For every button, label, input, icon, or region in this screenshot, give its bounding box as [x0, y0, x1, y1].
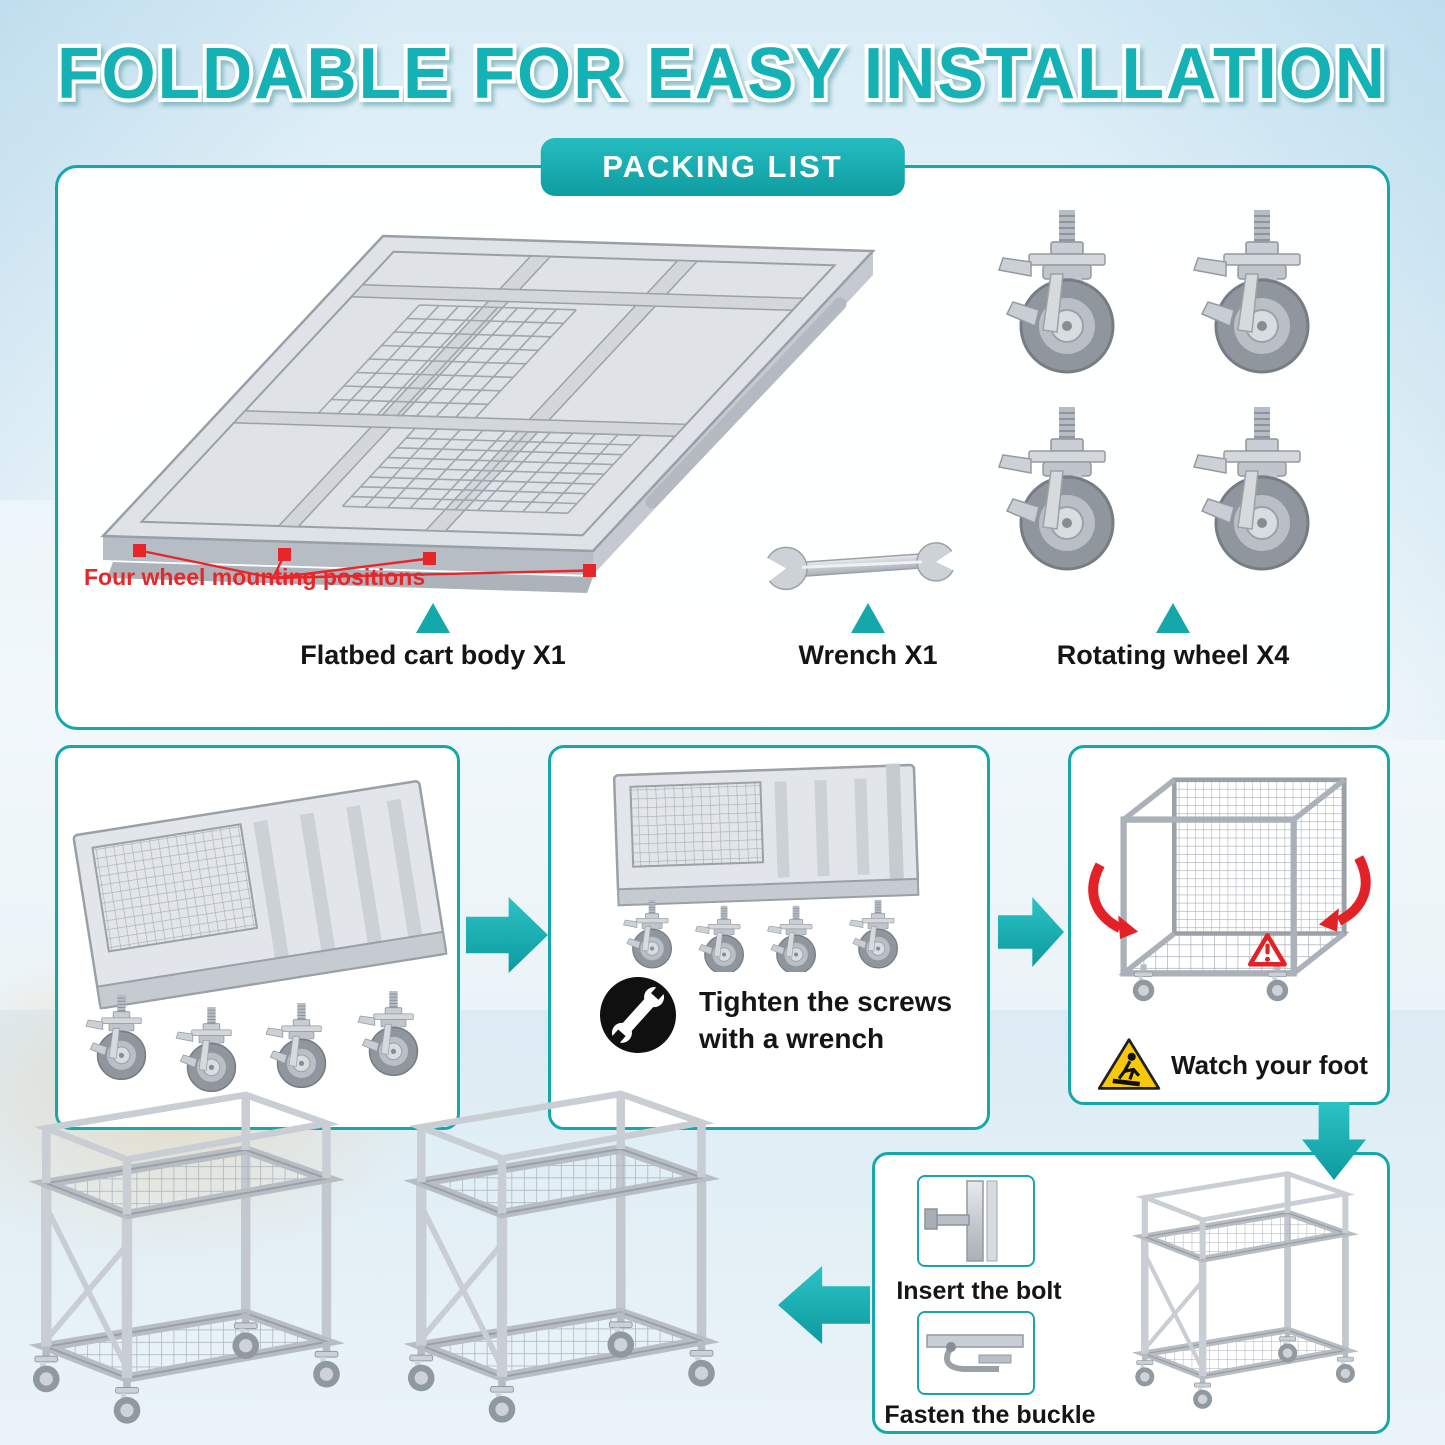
packing-list-header: PACKING LIST	[540, 138, 905, 196]
page-title-art: FOLDABLE FOR EASY INSTALLATION	[53, 30, 1389, 118]
mesh-panel	[318, 304, 577, 419]
bolt-detail-inset	[917, 1175, 1035, 1267]
packing-item-label-wheels: Rotating wheel X4	[1056, 640, 1290, 670]
bolt-detail-image	[924, 1180, 998, 1262]
rotating-wheels-image	[997, 208, 1310, 571]
step-panel-tighten-screws: Tighten the screws with a wrench	[548, 745, 990, 1130]
upright-folded-cart-image	[612, 763, 920, 972]
assembled-cart-image	[1113, 1163, 1383, 1425]
unfolding-cart-image	[1088, 777, 1371, 1002]
folded-cart-image	[100, 234, 876, 593]
watch-your-foot-caption: Watch your foot	[1171, 1050, 1368, 1080]
step-panel-lock-cart: Insert the bolt Fasten the buckle	[872, 1152, 1390, 1434]
wheel-mount-annotations	[133, 544, 596, 580]
page-title: FOLDABLE FOR EASY INSTALLATION	[57, 34, 1387, 114]
packing-item-label-cart-body: Flatbed cart body X1	[300, 640, 566, 670]
caster-wheel-image	[997, 405, 1115, 571]
insert-bolt-caption: Insert the bolt	[896, 1277, 1062, 1305]
unfolded-cart-image-1	[8, 1070, 393, 1443]
arrow-right-icon	[466, 897, 548, 973]
buckle-detail-image	[926, 1334, 1024, 1372]
warning-triangle-icon	[1247, 933, 1287, 967]
caster-wheel-image	[997, 208, 1115, 374]
wrench-image	[758, 542, 963, 591]
tighten-screws-caption: Tighten the screws with a wrench	[699, 986, 953, 1054]
packing-item-label-wrench: Wrench X1	[798, 640, 938, 670]
caution-foot-icon	[1097, 1038, 1161, 1090]
unfold-arrow-right	[1336, 855, 1371, 926]
unfold-arrow-left	[1088, 862, 1123, 933]
wheel-positions-note: Four wheel mounting positions	[84, 564, 426, 590]
arrow-right-icon	[998, 897, 1064, 967]
packing-list-box: PACKING LIST Four wheel mounting pos	[55, 138, 1390, 730]
pointer-triangle-icon	[416, 603, 450, 633]
buckle-detail-inset	[917, 1311, 1035, 1395]
pointer-triangle-icon	[1156, 603, 1190, 633]
caster-wheel-image	[1192, 208, 1310, 374]
step-panel-unfold-cart: Watch your foot	[1068, 745, 1390, 1105]
caster-wheel-image	[1192, 405, 1310, 571]
unfolded-cart-image-2	[378, 1086, 758, 1443]
folded-cart-with-wheels-image	[72, 780, 448, 1093]
pointer-triangle-icon	[851, 603, 885, 633]
mesh-panel	[341, 427, 642, 514]
fasten-buckle-caption: Fasten the buckle	[884, 1401, 1096, 1429]
step-panel-attach-wheels	[55, 745, 460, 1130]
wrench-circle-icon	[600, 977, 676, 1053]
